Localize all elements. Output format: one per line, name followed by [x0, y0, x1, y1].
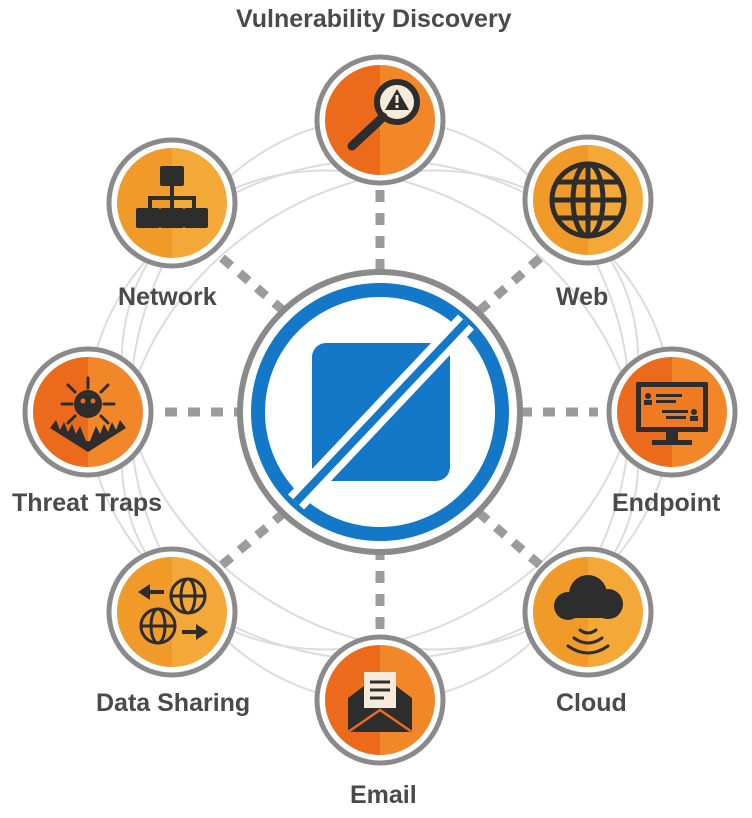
- magnifier-warning-icon: [347, 79, 420, 151]
- connector-network: [219, 254, 288, 316]
- label-network: Network: [118, 283, 217, 311]
- node-endpoint: [606, 346, 738, 478]
- label-data-sharing: Data Sharing: [96, 689, 251, 717]
- node-network: [106, 137, 238, 269]
- connectors: [165, 190, 598, 632]
- label-cloud: Cloud: [556, 689, 627, 717]
- envelope-icon: [347, 672, 413, 734]
- label-email: Email: [350, 781, 417, 809]
- connector-cloud: [475, 508, 543, 569]
- org-chart-icon: [136, 166, 208, 228]
- connector-web: [475, 254, 543, 316]
- virus-trap-icon: [50, 376, 126, 452]
- node-cloud: [522, 546, 654, 678]
- globes-exchange-icon: [138, 577, 208, 645]
- node-web: [522, 134, 654, 266]
- label-threat-traps: Threat Traps: [12, 489, 163, 517]
- node-email: [314, 634, 446, 766]
- globe-icon: [549, 161, 627, 239]
- blocked-square-icon: [288, 314, 474, 510]
- label-endpoint: Endpoint: [612, 489, 721, 517]
- node-threat-traps: [22, 346, 154, 478]
- node-vulnerability-discovery: [314, 54, 446, 186]
- monitor-icon: [636, 382, 708, 445]
- hub: [237, 269, 523, 555]
- node-data-sharing: [106, 546, 238, 678]
- cloud-signal-icon: [554, 575, 623, 655]
- label-vulnerability-discovery: Vulnerability Discovery: [236, 5, 512, 33]
- connector-data-sharing: [219, 508, 288, 569]
- label-web: Web: [556, 283, 609, 311]
